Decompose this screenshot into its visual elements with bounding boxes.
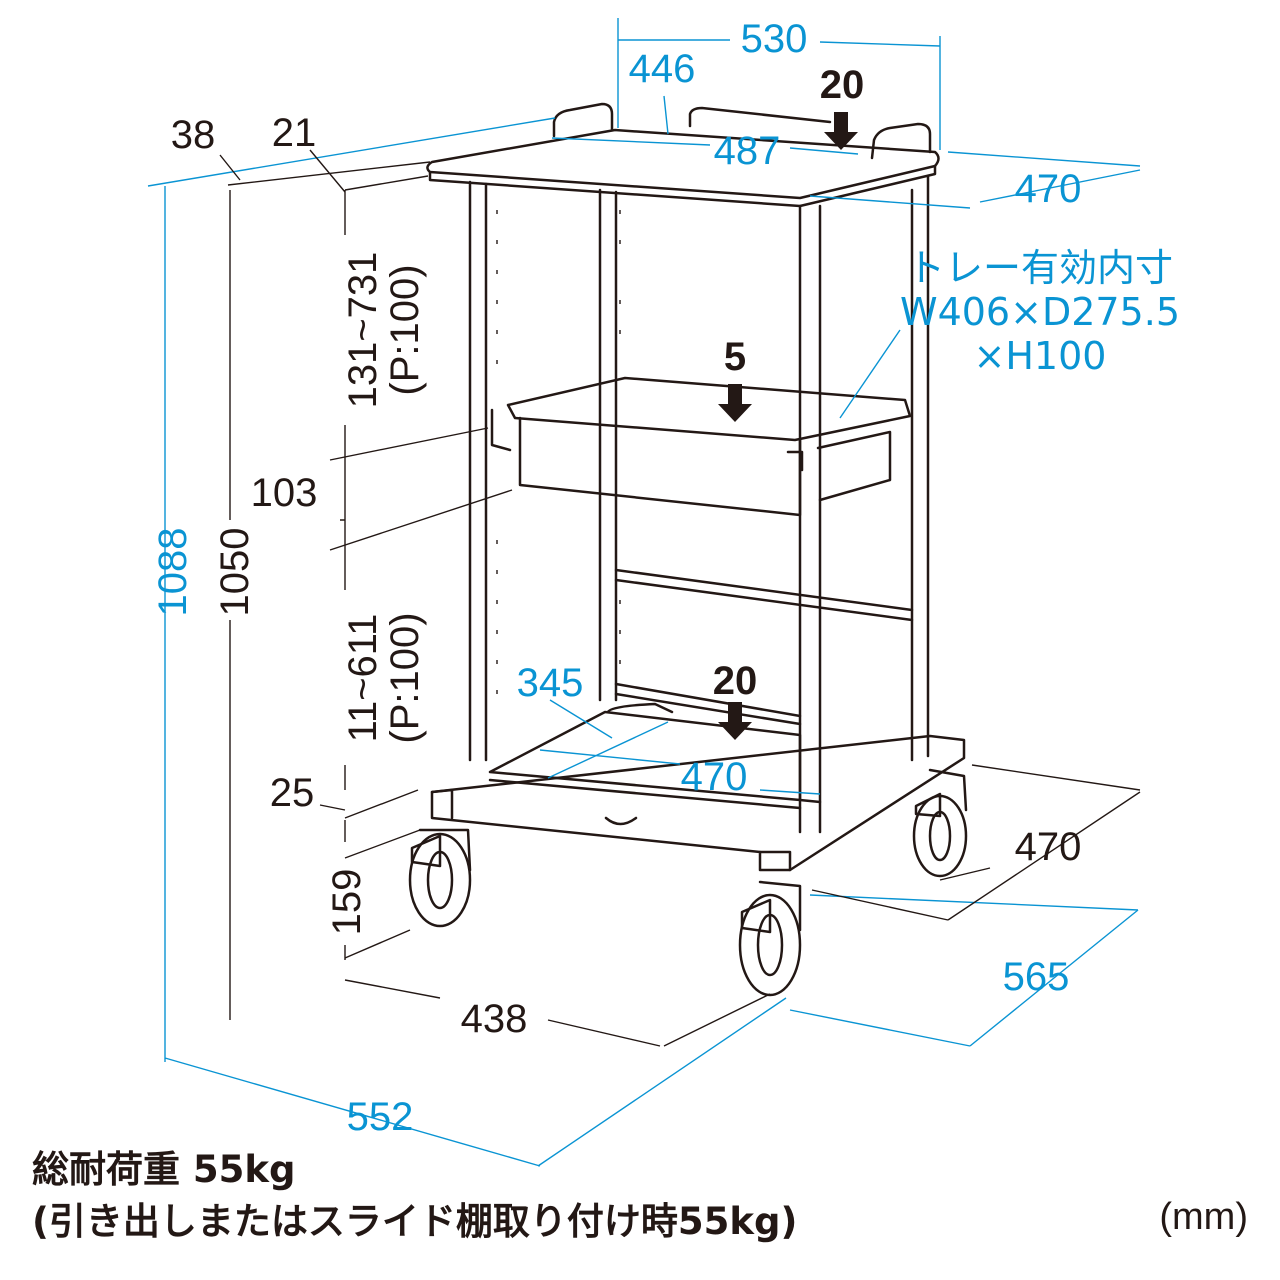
dim-drawer-height: 103	[251, 471, 318, 515]
dim-top-width-handles: 487	[714, 129, 781, 173]
load-capacity-total: 総耐荷重 55kg	[32, 1148, 296, 1191]
caster-rear-right	[912, 768, 968, 878]
caster-rear-left	[604, 816, 638, 826]
dim-top-load: 20	[820, 63, 865, 107]
arrow-drawer-load	[718, 384, 752, 422]
post-front-right	[798, 204, 822, 834]
load-arrows	[718, 112, 858, 740]
dim-base-depth-outer: 565	[1003, 955, 1070, 999]
arrow-top-load	[824, 112, 858, 150]
cart-drawing	[408, 102, 968, 997]
post-front-left	[468, 180, 488, 762]
dim-top-lip: 21	[272, 111, 317, 155]
dim-top-width-inner: 446	[629, 47, 696, 91]
top-plate	[426, 128, 940, 200]
dim-bottom-gap: 25	[270, 771, 315, 815]
top-handle-left	[552, 102, 614, 138]
rear-crossbar	[614, 568, 914, 726]
caster-front-right	[738, 880, 802, 997]
dim-height-inner: 1050	[213, 528, 257, 617]
dim-top-width-outer: 530	[741, 17, 808, 61]
post-rear-left	[598, 188, 618, 702]
tray-note-line2: W406×D275.5	[900, 290, 1180, 334]
caster-front-left	[408, 828, 472, 928]
arrow-bottom-load	[718, 702, 752, 740]
post-holes	[496, 210, 621, 694]
dim-base-width-outer: 552	[347, 1095, 414, 1139]
dim-shelf-range-lower: 11~611	[341, 614, 385, 743]
dim-base-depth: 470	[1015, 825, 1082, 869]
unit-label: (mm)	[1159, 1196, 1248, 1238]
dimension-labels: 530 446 20 487 470 38 21 131~731 (P:100)…	[151, 17, 1081, 1139]
dim-drawer-load: 5	[724, 335, 746, 379]
dim-top-edge-offset: 38	[171, 113, 216, 157]
tray-inner-dimensions-note: トレー有効内寸 W406×D275.5 ×H100	[890, 246, 1190, 378]
dim-top-depth: 470	[1015, 167, 1082, 211]
tray-note-line1: トレー有効内寸	[906, 246, 1173, 290]
dim-shelf-pitch-lower: (P:100)	[383, 612, 427, 743]
bottom-shelf	[488, 710, 822, 810]
dim-base-width: 438	[461, 997, 528, 1041]
load-capacity-note: (引き出しまたはスライド棚取り付け時55kg)	[32, 1200, 798, 1243]
dim-shelf-pitch-upper: (P:100)	[383, 264, 427, 395]
dim-shelf-range-upper: 131~731	[341, 252, 385, 409]
dim-bottom-shelf-width: 345	[517, 661, 584, 705]
dim-bottom-load: 20	[713, 659, 758, 703]
post-rear-right	[910, 174, 930, 762]
tray-note-line3: ×H100	[973, 334, 1107, 378]
drawer-tray	[506, 376, 912, 442]
dim-base-height: 159	[325, 869, 369, 936]
dimension-lines-black	[219, 149, 1141, 1047]
dimension-lines-blue	[147, 18, 1141, 1167]
dim-bottom-shelf-depth: 470	[681, 755, 748, 799]
dim-height-total: 1088	[151, 528, 195, 617]
top-handle-right	[688, 106, 932, 160]
